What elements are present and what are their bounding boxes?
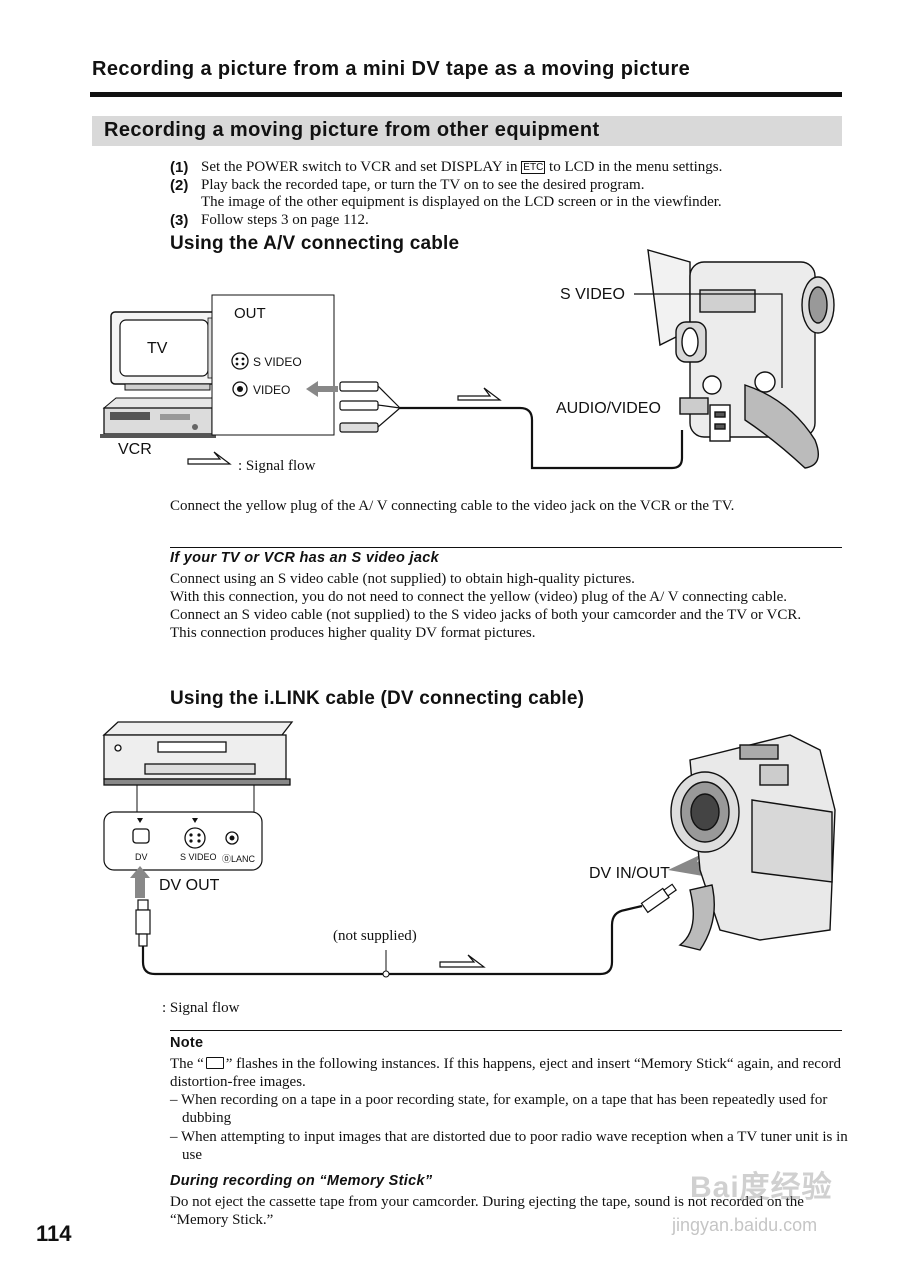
input-arrow-icon (306, 381, 338, 397)
header-rule (90, 92, 842, 97)
memory-stick-text: Do not eject the cassette tape from your… (170, 1194, 804, 1228)
svideo-line: Connect using an S video cable (not supp… (170, 571, 635, 587)
signal-flow-label: : Signal flow (162, 1000, 240, 1016)
watermark-logo: Bai度经验 (690, 1171, 833, 1204)
divider (170, 1030, 842, 1031)
page-header-title: Recording a picture from a mini DV tape … (92, 58, 691, 80)
section-title: Recording a moving picture from other eq… (104, 119, 600, 141)
step-number: (2) (170, 176, 189, 194)
svideo-subheading: If your TV or VCR has an S video jack (170, 550, 439, 566)
divider (170, 547, 842, 548)
svideo-line: This connection produces higher quality … (170, 625, 536, 641)
step-text: Play back the recorded tape, or turn the… (201, 176, 645, 193)
svideo-jack-label: S VIDEO (253, 355, 302, 369)
lanc-label: 🄋LANC (222, 854, 256, 864)
svideo-line: Connect an S video cable (not supplied) … (170, 607, 802, 623)
camcorder-svideo-label: S VIDEO (560, 286, 625, 303)
video-jack-label: VIDEO (253, 383, 291, 397)
ilink-plug-left-icon (135, 899, 151, 947)
watermark-url: jingyan.baidu.com (672, 1215, 818, 1235)
step-2: (2) Play back the recorded tape, or turn… (170, 177, 860, 195)
dv-camcorder-illustration (670, 734, 836, 951)
step-3: (3) Follow steps 3 on page 112. (170, 212, 860, 230)
dv-jack-icon (132, 828, 150, 844)
signal-flow-label: : Signal flow (238, 458, 316, 474)
step-number: (3) (170, 211, 189, 229)
signal-flow-legend-icon (187, 451, 232, 465)
dv-in-out-label: DV IN/OUT (589, 865, 670, 882)
dv-vcr-illustration (102, 721, 294, 786)
steps-list: (1) Set the POWER switch to VCR and set … (170, 159, 860, 229)
step-text: Set the POWER switch to VCR and set DISP… (201, 159, 723, 175)
svideo-text-block: Connect using an S video cable (not supp… (170, 570, 842, 642)
svideo-jack-icon (231, 352, 249, 370)
step-1: (1) Set the POWER switch to VCR and set … (170, 159, 860, 177)
step-text: Follow steps 3 on page 112. (201, 211, 369, 228)
ilink-heading: Using the i.LINK cable (DV connecting ca… (170, 688, 585, 709)
av-cable (400, 406, 684, 470)
section-band (92, 116, 842, 146)
etc-menu-icon: ETC (521, 161, 546, 174)
out-label: OUT (234, 305, 266, 322)
audio-video-label: AUDIO/VIDEO (556, 400, 661, 417)
note-bullet: – When recording on a tape in a poor rec… (170, 1092, 828, 1126)
page-number: 114 (36, 1221, 72, 1246)
signal-flow-arrow-icon (457, 387, 502, 401)
svideo-jack-icon (184, 827, 206, 849)
step-number: (1) (170, 159, 189, 176)
vcr-illustration (100, 397, 222, 438)
svideo-label: S VIDEO (180, 852, 217, 862)
ilink-cable (141, 904, 643, 976)
memory-stick-subheading: During recording on “Memory Stick” (170, 1173, 433, 1189)
not-supplied-label: (not supplied) (333, 928, 417, 944)
dv-out-arrow-icon (130, 866, 150, 898)
tv-illustration (110, 311, 225, 391)
dv-out-label: DV OUT (159, 877, 220, 894)
signal-flow-arrow-icon (439, 954, 486, 968)
av-paragraph: Connect the yellow plug of the A/ V conn… (170, 498, 735, 514)
av-connection-diagram (100, 249, 835, 470)
camcorder-illustration (647, 249, 835, 469)
note-heading: Note (170, 1035, 204, 1051)
av-cable-heading: Using the A/V connecting cable (170, 233, 460, 254)
memory-stick-icon (205, 1057, 224, 1069)
step-2-continued: The image of the other equipment is disp… (170, 194, 860, 212)
svideo-line: With this connection, you do not need to… (170, 589, 788, 605)
step-text: The image of the other equipment is disp… (201, 194, 722, 210)
note-bullet: – When attempting to input images that a… (170, 1129, 848, 1163)
av-plugs-icon (339, 381, 401, 433)
note-intro: The “” flashes in the following instance… (170, 1056, 841, 1090)
ilink-connection-diagram (102, 721, 836, 978)
tv-label: TV (147, 340, 168, 357)
ilink-plug-right-icon (640, 883, 677, 914)
vcr-label: VCR (118, 441, 152, 458)
dv-jack-label: DV (135, 852, 148, 862)
step-number (170, 194, 201, 212)
